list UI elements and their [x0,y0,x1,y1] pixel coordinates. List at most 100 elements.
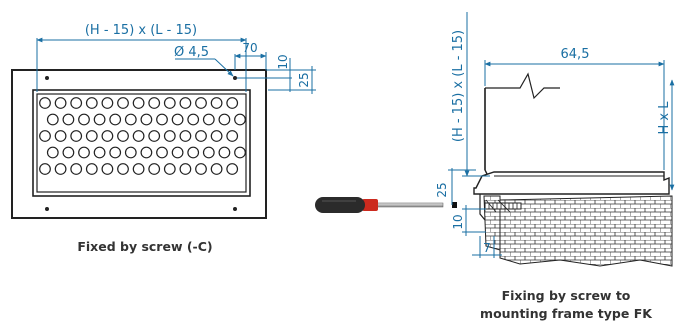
perforation-hole [179,97,192,109]
perforation-hole [39,97,51,109]
screwdriver [315,197,457,213]
perforation-hole [117,97,129,109]
screw-hole-br [233,207,237,211]
perforation-hole [187,113,200,126]
perforation-hole [187,146,200,159]
perforation-hole [140,113,153,126]
perforation-hole [218,146,231,159]
dim-right-label: H x L [657,101,672,135]
grille-profile-upper [484,88,491,177]
perforation-holes [39,97,246,175]
perforation-hole [148,97,161,109]
screwdriver-shaft [376,202,444,208]
screw-hole-tr [233,76,237,80]
right-caption-line1: Fixing by screw to [502,288,631,303]
perforation-hole [39,130,51,142]
screw-section [484,202,522,210]
grille-outer-frame [11,69,267,219]
perforation-hole [179,163,192,175]
left-dimensions: (H - 15) x (L - 15) Ø 4,5 70 10 25 [36,23,316,94]
grille-front-view [11,69,267,219]
dim-r25-label: 25 [435,182,449,197]
dim-64-label: 64,5 [561,47,590,62]
perforation-hole [132,97,145,109]
grille-inner-frame-2 [36,93,247,193]
perforation-hole [109,113,122,126]
perforation-hole [218,113,231,126]
perforation-hole [195,163,207,175]
perforation-hole [226,97,239,109]
perforation-hole [202,146,215,159]
perforation-hole [62,113,75,126]
perforation-hole [156,146,168,159]
perforation-hole [39,163,51,175]
perforation-hole [210,97,223,109]
perforation-hole [93,113,106,126]
perforation-hole [148,163,161,175]
perforation-hole [226,130,239,142]
perforation-hole [124,146,137,159]
perforation-hole [54,97,67,109]
dim-width-label: (H - 15) x (L - 15) [85,23,197,38]
dim-hole-label: Ø 4,5 [174,45,209,60]
section-view [473,72,673,267]
perforation-hole [195,97,207,109]
perforation-hole [46,113,59,126]
perforation-hole [109,146,122,159]
perforation-hole [117,130,129,142]
perforation-hole [78,113,90,126]
perforation-hole [54,130,67,142]
screwdriver-handle [315,197,365,213]
perforation-hole [70,130,83,142]
frame-profile [473,171,670,195]
perforation-hole [234,113,246,126]
perforation-hole [78,146,90,159]
perforation-hole [85,163,98,175]
right-caption-line2: mounting frame type FK [480,306,653,321]
screw-hole-bl [45,207,49,211]
perforation-hole [117,163,129,175]
perforation-hole [101,97,114,109]
perforation-hole [85,130,98,142]
perforation-hole [132,163,145,175]
perforation-hole [46,146,59,159]
perforation-hole [101,130,114,142]
break-line [485,72,560,100]
screw-hole-tl [45,76,49,80]
perforation-hole [210,163,223,175]
dim-left-label: (H - 15) x (L - 15) [451,30,466,142]
grille-inner-frame [32,89,251,197]
screw-head [452,202,457,208]
perforation-hole [124,113,137,126]
perforation-hole [202,113,215,126]
perforation-hole [156,113,168,126]
screwdriver-ferrule [362,199,378,211]
perforation-hole [163,97,176,109]
left-caption: Fixed by screw (-C) [77,239,212,254]
perforation-hole [171,113,184,126]
dim-25-label: 25 [297,72,311,87]
perforation-hole [210,130,223,142]
perforation-hole [93,146,106,159]
dim-r7-label: 7 [483,241,491,255]
perforation-hole [85,97,98,109]
perforation-hole [226,163,239,175]
perforation-hole [140,146,153,159]
perforation-hole [101,163,114,175]
perforation-hole [234,146,246,159]
perforation-hole [62,146,75,159]
dim-70-label: 70 [242,41,257,55]
dim-r10-label: 10 [451,214,465,229]
perforation-hole [70,97,83,109]
perforation-hole [163,163,176,175]
right-dimensions: 64,5 (H - 15) x (L - 15) H x L 25 10 7 [435,12,675,258]
perforation-hole [179,130,192,142]
perforation-hole [54,163,67,175]
wall-section [499,195,673,267]
perforation-hole [171,146,184,159]
perforation-hole [195,130,207,142]
perforation-hole [132,130,145,142]
perforation-hole [163,130,176,142]
perforation-hole [148,130,161,142]
